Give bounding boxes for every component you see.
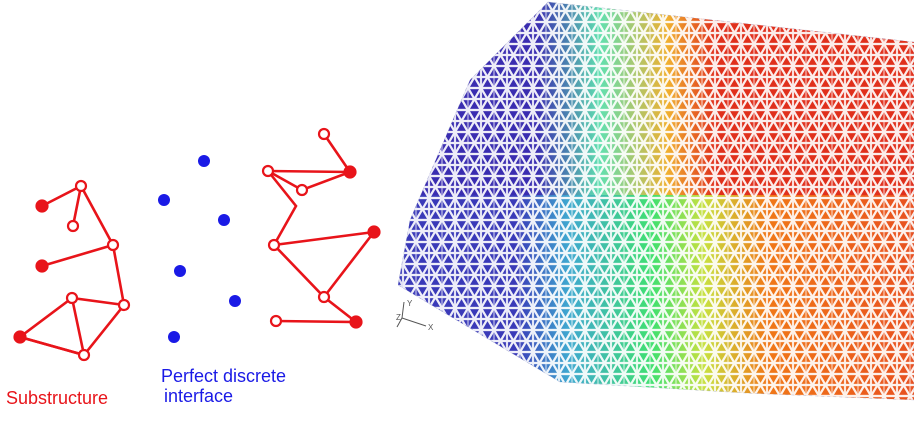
free-node bbox=[269, 314, 283, 328]
mesh-outline bbox=[397, 1, 914, 401]
boundary-node bbox=[13, 330, 27, 344]
free-node bbox=[65, 291, 79, 305]
substructure-right-nodes bbox=[261, 127, 381, 329]
boundary-node bbox=[343, 165, 357, 179]
free-node bbox=[74, 179, 88, 193]
free-node bbox=[117, 298, 131, 312]
boundary-node bbox=[349, 315, 363, 329]
substructure-caption: Substructure bbox=[6, 388, 109, 408]
z-axis-line bbox=[396, 317, 403, 328]
interface-caption: Perfect discrete interface bbox=[161, 366, 331, 406]
interface-caption-line2: interface bbox=[164, 386, 234, 406]
free-node bbox=[317, 290, 331, 304]
free-node bbox=[106, 238, 120, 252]
y-axis-label: Y bbox=[407, 299, 413, 308]
free-node bbox=[261, 164, 275, 178]
z-axis-label: Z bbox=[396, 313, 401, 322]
substructure-right bbox=[266, 132, 376, 324]
free-node bbox=[317, 127, 331, 141]
interface-caption-line1: Perfect discrete bbox=[161, 366, 287, 386]
interface-node bbox=[198, 155, 210, 167]
substructure-left-nodes bbox=[13, 179, 131, 362]
boundary-node bbox=[35, 259, 49, 273]
x-axis-label: X bbox=[428, 323, 434, 332]
interface-node bbox=[174, 265, 186, 277]
free-node bbox=[267, 238, 281, 252]
discrete-interface-nodes bbox=[158, 155, 241, 343]
interface-node bbox=[168, 331, 180, 343]
boundary-node bbox=[35, 199, 49, 213]
boundary-node bbox=[367, 225, 381, 239]
free-node bbox=[295, 183, 309, 197]
interface-node bbox=[229, 295, 241, 307]
x-axis-line bbox=[401, 317, 427, 327]
substructure-left bbox=[17, 184, 126, 357]
axis-triad bbox=[396, 301, 427, 328]
lattice-mesh bbox=[398, 2, 914, 400]
free-node bbox=[66, 219, 80, 233]
interface-node bbox=[218, 214, 230, 226]
free-node bbox=[77, 348, 91, 362]
y-axis-line bbox=[401, 301, 405, 319]
interface-node bbox=[158, 194, 170, 206]
